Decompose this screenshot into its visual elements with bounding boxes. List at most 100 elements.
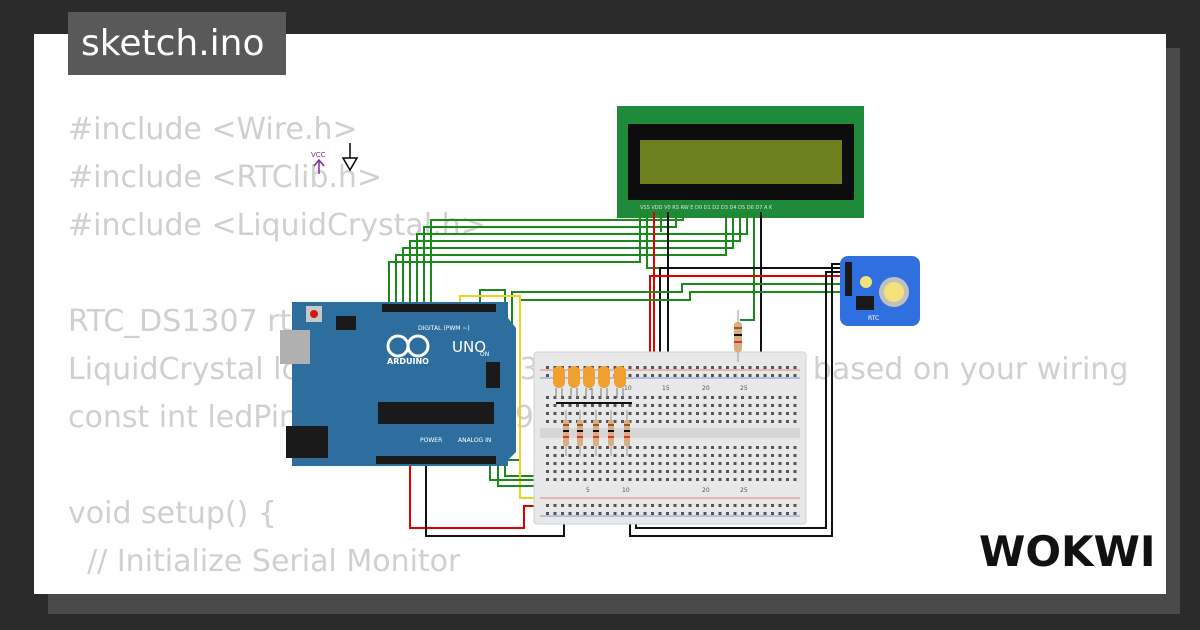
breadboard-hole [621,454,624,457]
breadboard-hole [696,504,699,507]
breadboard-hole [606,470,609,473]
breadboard-hole [748,512,752,515]
breadboard-hole [621,462,624,465]
breadboard-hole [703,504,707,507]
breadboard-hole [673,470,677,473]
breadboard-hole [568,454,572,457]
breadboard-hole [793,366,797,369]
breadboard-hole [688,412,692,415]
breadboard-hole [576,454,579,457]
breadboard-hole [576,512,579,515]
breadboard-hole [583,462,587,465]
breadboard-hole [726,374,729,377]
breadboard-hole [561,446,564,449]
code-background: #include <Wire.h>#include <RTClib.h>#inc… [68,106,1128,594]
breadboard-hole [673,374,677,377]
breadboard-hole [561,412,564,415]
breadboard-hole [651,512,654,515]
breadboard-hole [591,412,594,415]
breadboard-hole [688,512,692,515]
breadboard-hole [658,412,662,415]
breadboard-hole [763,446,767,449]
breadboard-hole [718,512,722,515]
breadboard-hole [636,478,639,481]
breadboard-hole [748,478,752,481]
breadboard-hole [583,454,587,457]
breadboard-hole [666,366,669,369]
breadboard-hole [583,404,587,407]
breadboard-hole [681,366,684,369]
breadboard-hole [591,504,594,507]
bb-col-label: 5 [586,487,590,494]
breadboard-hole [771,374,774,377]
breadboard-hole [606,504,609,507]
breadboard-hole [613,478,617,481]
breadboard-hole [546,412,549,415]
breadboard-hole [606,478,609,481]
breadboard-hole [658,446,662,449]
breadboard-hole [733,478,737,481]
rtc-module: RTC [840,256,920,326]
breadboard-hole [786,396,789,399]
breadboard-hole [598,478,602,481]
breadboard-hole [576,446,579,449]
breadboard-hole [711,412,714,415]
breadboard-hole [666,512,669,515]
breadboard-hole [636,504,639,507]
breadboard-hole [778,396,782,399]
breadboard-hole [681,512,684,515]
breadboard-hole [711,396,714,399]
breadboard-hole [726,420,729,423]
resistor [593,410,599,456]
breadboard-hole [711,504,714,507]
breadboard-hole [636,396,639,399]
breadboard-hole [613,420,617,423]
breadboard-hole [688,366,692,369]
breadboard-hole [636,462,639,465]
bb-col-label: 10 [624,385,632,392]
breadboard-hole [643,404,647,407]
led [553,366,565,398]
breadboard-hole [561,470,564,473]
breadboard-hole [748,396,752,399]
breadboard-hole [726,412,729,415]
breadboard-hole [756,454,759,457]
breadboard-hole [718,374,722,377]
breadboard-hole [756,512,759,515]
breadboard-hole [763,420,767,423]
breadboard-hole [673,404,677,407]
breadboard-hole [636,446,639,449]
breadboard-hole [553,454,557,457]
breadboard-hole [703,512,707,515]
breadboard-hole [628,504,632,507]
breadboard-hole [748,404,752,407]
code-line: #include <RTClib.h> [68,160,383,195]
breadboard-hole [718,462,722,465]
breadboard-hole [651,470,654,473]
breadboard-hole [748,366,752,369]
breadboard-hole [681,412,684,415]
breadboard-hole [658,420,662,423]
breadboard-hole [786,478,789,481]
breadboard-hole [583,504,587,507]
breadboard-hole [651,366,654,369]
breadboard-hole [636,454,639,457]
breadboard-hole [771,404,774,407]
breadboard-hole [718,470,722,473]
breadboard-hole [643,512,647,515]
breadboard-hole [756,470,759,473]
breadboard-hole [643,504,647,507]
breadboard-hole [651,374,654,377]
breadboard-hole [658,462,662,465]
breadboard-hole [613,462,617,465]
breadboard-hole [576,412,579,415]
breadboard-hole [643,396,647,399]
breadboard-hole [793,504,797,507]
breadboard-hole [568,512,572,515]
breadboard-hole [688,396,692,399]
breadboard-hole [756,366,759,369]
breadboard-hole [778,504,782,507]
breadboard-hole [733,470,737,473]
breadboard-hole [606,512,609,515]
breadboard-hole [643,366,647,369]
